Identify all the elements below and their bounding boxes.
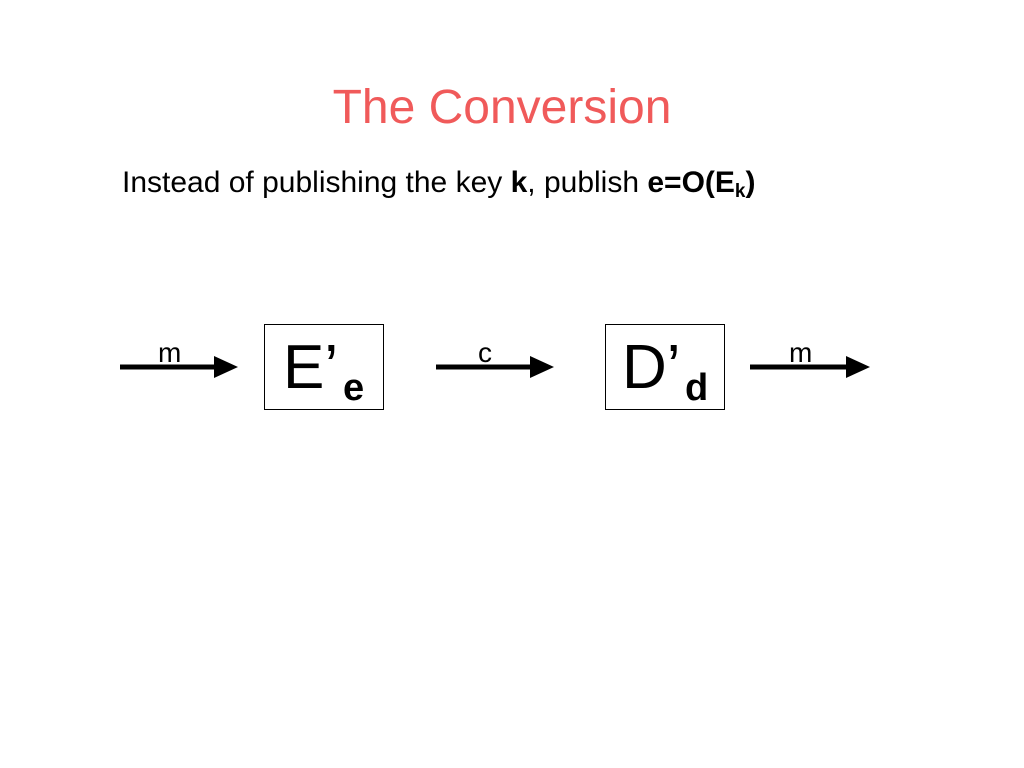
slide-title: The Conversion (332, 81, 672, 134)
arrow-label-middle: c (478, 337, 492, 368)
expression-subscript: k (734, 181, 746, 202)
arrow-label-input: m (158, 337, 182, 368)
decryption-box: D’ d (605, 324, 725, 410)
expression-close: ) (745, 166, 756, 199)
subtitle-text-2: , publish (527, 166, 648, 199)
slide-subtitle: Instead of publishing the key k, publish… (122, 164, 755, 202)
decryption-box-subscript: d (685, 367, 709, 409)
arrow-middle (436, 356, 554, 378)
subtitle-text-1: Instead of publishing the key (122, 166, 511, 199)
arrow-input (120, 356, 238, 378)
encryption-box-label: E’ (283, 333, 339, 402)
subtitle-key: k (510, 166, 528, 199)
encryption-box-subscript: e (343, 367, 365, 409)
arrow-label-output: m (789, 337, 813, 368)
encryption-box: E’ e (264, 324, 384, 410)
expression-main: e=O(E (647, 166, 735, 199)
subtitle-expression: e=O(Ek) (647, 166, 756, 202)
arrow-output (750, 356, 870, 378)
decryption-box-label: D’ (622, 333, 681, 402)
